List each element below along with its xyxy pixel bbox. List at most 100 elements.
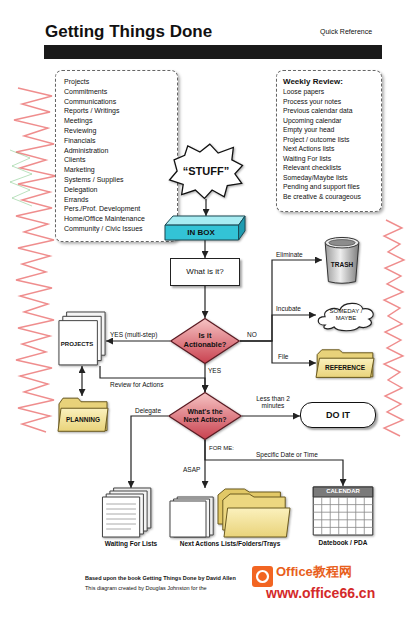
list-item: Commitments bbox=[64, 87, 107, 97]
paper-sheet bbox=[102, 497, 139, 537]
someday-cloud: SOMEDAY / MAYBE bbox=[316, 298, 376, 332]
stuff-burst: “STUFF” bbox=[168, 143, 244, 199]
node-label: What is it? bbox=[186, 267, 223, 276]
list-item: Communications bbox=[64, 97, 116, 107]
list-item: Projects bbox=[64, 77, 89, 87]
watermark-zigzag bbox=[14, 88, 56, 432]
folders-shape bbox=[170, 488, 290, 538]
node-caption: Datebook / PDA bbox=[302, 539, 384, 546]
can-rim bbox=[325, 237, 359, 248]
connector bbox=[205, 440, 343, 486]
decision-diamond: What's the Next Action? bbox=[168, 392, 242, 440]
edge-label: File bbox=[278, 353, 288, 360]
edge-label: Less than 2 minutes bbox=[250, 395, 296, 410]
node-label: “STUFF” bbox=[183, 165, 229, 178]
paper-sheet bbox=[170, 501, 206, 537]
node-label: PLANNING bbox=[66, 416, 100, 423]
text-area: REFERENCE bbox=[316, 358, 374, 378]
edge-label: Eliminate bbox=[276, 251, 303, 258]
node-label: SOMEDAY / MAYBE bbox=[325, 308, 367, 322]
edge-label: ASAP bbox=[183, 466, 200, 473]
connector bbox=[204, 240, 205, 258]
inbox-tray: IN BOX bbox=[165, 216, 245, 240]
watermark: www.office66.cn bbox=[266, 585, 375, 601]
calendar: CALENDARDatebook / PDA bbox=[312, 486, 374, 556]
connector bbox=[240, 260, 322, 341]
text-area: Weekly Review:Loose papersProcess your n… bbox=[277, 71, 381, 211]
text-area: IN BOX bbox=[165, 225, 237, 240]
list-item: Marketing bbox=[64, 165, 95, 175]
list-item: Pending and support files bbox=[283, 182, 360, 192]
folder-shape bbox=[58, 396, 108, 432]
list-item: Clients bbox=[64, 155, 85, 165]
text-area: “STUFF” bbox=[168, 143, 244, 199]
connector bbox=[240, 341, 316, 363]
node-label: Is it Actionable? bbox=[182, 332, 228, 349]
list-item: Waiting For lists bbox=[283, 154, 331, 164]
text-area: ProjectsCommitmentsCommunicationsReports… bbox=[56, 71, 177, 241]
diagram-title: Getting Things Done bbox=[45, 22, 212, 42]
list-item: Next Actions lists bbox=[283, 144, 334, 154]
list-item: Upcoming calendar bbox=[283, 116, 342, 126]
list-item: Loose papers bbox=[283, 87, 324, 97]
can-body bbox=[325, 243, 359, 284]
node-label: DO IT bbox=[326, 410, 350, 420]
list-item: Empty your head bbox=[283, 125, 334, 135]
text-area: PROJECTS bbox=[58, 322, 96, 366]
list-item: Someday/Maybe lists bbox=[283, 173, 348, 183]
list-item: Administration bbox=[64, 146, 108, 156]
edge-label: Delegate bbox=[135, 407, 161, 414]
reference-folder: REFERENCE bbox=[316, 348, 374, 378]
text-area: What is it? bbox=[171, 259, 239, 285]
list-item: Home/Office Maintenance bbox=[64, 214, 145, 224]
next-actions-folders: Next Actions Lists/Folders/Trays bbox=[170, 488, 290, 556]
can-shape bbox=[322, 236, 362, 284]
edge-label: YES bbox=[208, 367, 221, 374]
edge-label: Review for Actions bbox=[110, 381, 163, 388]
branch-label: NO bbox=[247, 331, 257, 338]
list-item: Be creative & courageous bbox=[283, 192, 361, 202]
branch-label: FOR ME: bbox=[209, 445, 234, 452]
calendar-page bbox=[313, 487, 373, 535]
connector bbox=[204, 286, 205, 318]
burst-outline bbox=[170, 144, 243, 198]
node-label: TRASH bbox=[331, 261, 353, 268]
diamond-outline bbox=[169, 392, 242, 439]
input-list-box: ProjectsCommitmentsCommunicationsReports… bbox=[55, 70, 178, 242]
list-item: Relevant checklists bbox=[283, 163, 341, 173]
planning-folder: PLANNING bbox=[58, 396, 108, 432]
box-heading: Weekly Review: bbox=[283, 76, 343, 87]
connector bbox=[204, 364, 205, 392]
list-item: Previous calendar data bbox=[283, 106, 353, 116]
connector bbox=[131, 416, 168, 488]
tray-side bbox=[239, 216, 245, 240]
list-item: Pers./Prof. Development bbox=[64, 204, 140, 214]
connector bbox=[100, 366, 205, 392]
text-area: DO IT bbox=[301, 403, 375, 427]
list-item: Errands bbox=[64, 195, 89, 205]
decision-diamond: Is it Actionable? bbox=[170, 318, 240, 364]
text-area: PLANNING bbox=[58, 408, 108, 432]
list-item: Reports / Writings bbox=[64, 106, 120, 116]
tray-front bbox=[165, 225, 239, 240]
process-box: What is it? bbox=[170, 258, 240, 286]
watermark-logo-ring bbox=[257, 571, 268, 582]
weekly-review-box: Weekly Review:Loose papersProcess your n… bbox=[276, 70, 382, 212]
tray-top bbox=[165, 216, 245, 225]
node-caption: Next Actions Lists/Folders/Trays bbox=[160, 540, 300, 547]
connector bbox=[240, 315, 316, 341]
node-label: REFERENCE bbox=[325, 364, 365, 371]
calendar-grid bbox=[313, 497, 373, 535]
calendar-header-text: CALENDAR bbox=[302, 487, 384, 496]
node-label: PROJECTS bbox=[61, 341, 93, 348]
credit-note: This diagram created by Douglas Johnston… bbox=[85, 585, 207, 591]
edge-label: Specific Date or Time bbox=[256, 451, 318, 458]
list-item: Project / outcome lists bbox=[283, 135, 349, 145]
folder-back bbox=[59, 398, 107, 430]
connector bbox=[81, 366, 82, 396]
text-area: SOMEDAY / MAYBE bbox=[325, 298, 367, 332]
edge-label: YES (multi-step) bbox=[110, 331, 157, 338]
edge-label: Incubate bbox=[276, 305, 301, 312]
